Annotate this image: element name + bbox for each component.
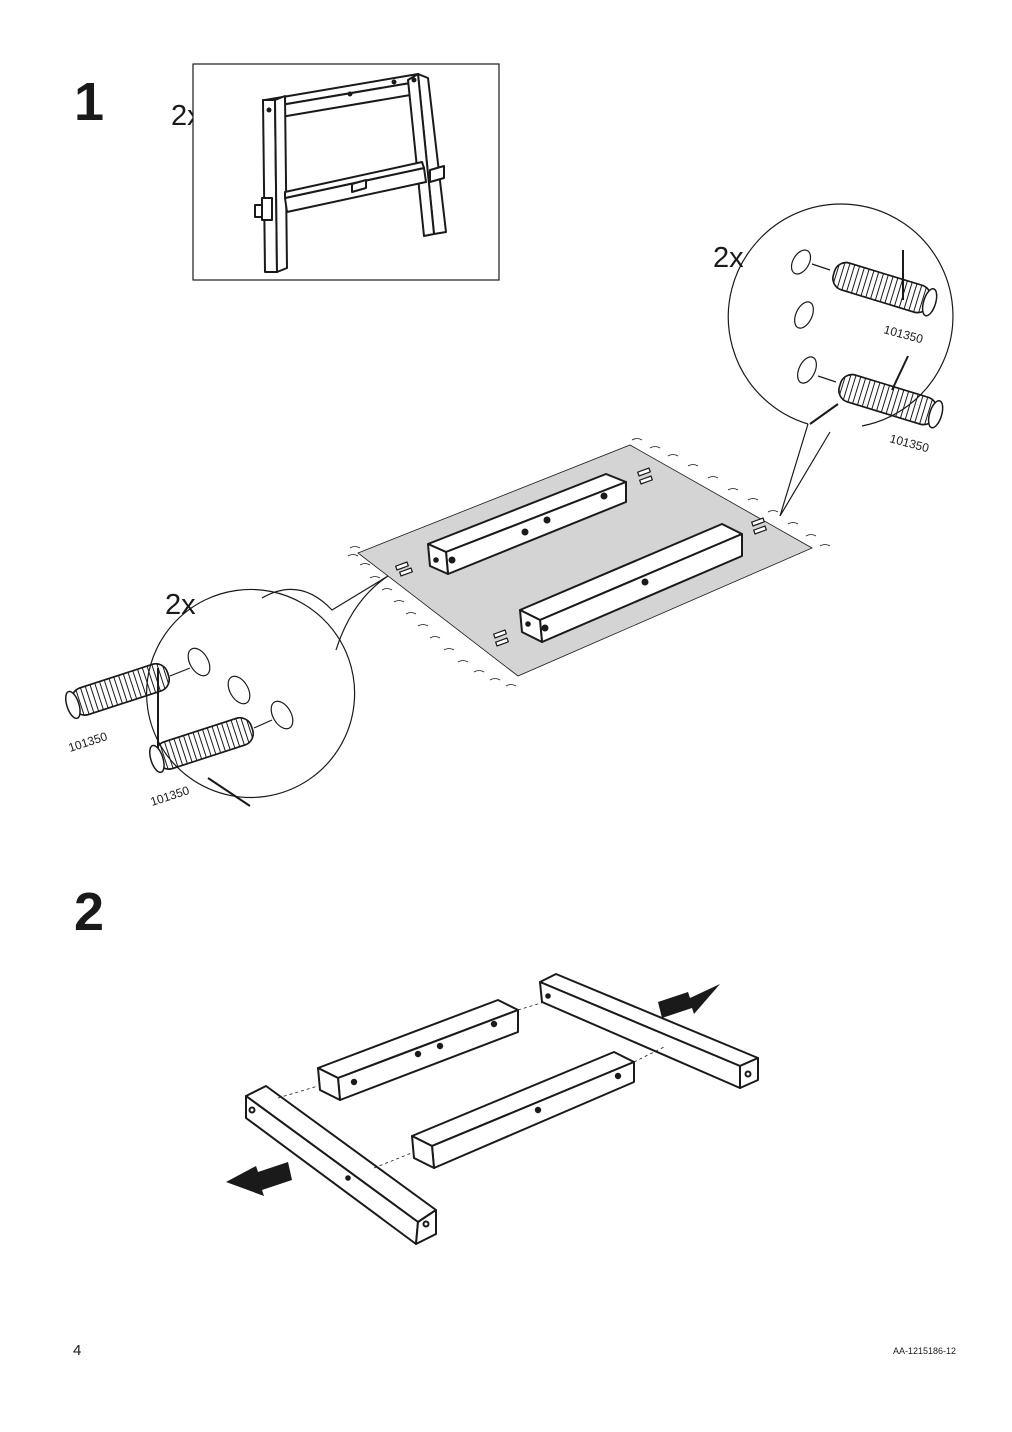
part-label: 101350 bbox=[882, 322, 925, 346]
rail-lower bbox=[519, 523, 743, 643]
a-frame-leg bbox=[254, 73, 447, 273]
dowel-left-top bbox=[64, 663, 170, 720]
part-label: 101350 bbox=[149, 783, 192, 809]
part-label: 101350 bbox=[67, 729, 110, 755]
rug-dowels bbox=[394, 467, 768, 647]
arrow-left-pointer bbox=[226, 1162, 292, 1196]
step2-leg-beam-left bbox=[245, 1085, 437, 1245]
page-number: 4 bbox=[73, 1342, 82, 1359]
dowel-right-top bbox=[832, 261, 938, 317]
step-1-number: 1 bbox=[74, 72, 105, 132]
step2-rail-front-lower bbox=[411, 1051, 635, 1169]
dowel-right-bottom bbox=[838, 373, 944, 429]
protective-rug bbox=[347, 438, 831, 687]
dowel-left-bottom bbox=[148, 717, 254, 774]
step2-rail-back-upper bbox=[317, 999, 519, 1101]
right-callout-quantity-label: 2x bbox=[713, 242, 744, 274]
arrow-right-pointer bbox=[658, 984, 720, 1018]
document-code: AA-1215186-12 bbox=[893, 1346, 957, 1356]
left-callout-magnifier bbox=[146, 575, 389, 807]
step2-dowel-guides bbox=[277, 1001, 667, 1169]
part-label: 101350 bbox=[888, 431, 931, 455]
rail-upper bbox=[427, 473, 627, 575]
right-callout-magnifier bbox=[727, 203, 954, 517]
step-2-number: 2 bbox=[74, 882, 105, 942]
left-callout-quantity-label: 2x bbox=[165, 589, 196, 621]
step2-leg-beam-right bbox=[539, 973, 759, 1089]
